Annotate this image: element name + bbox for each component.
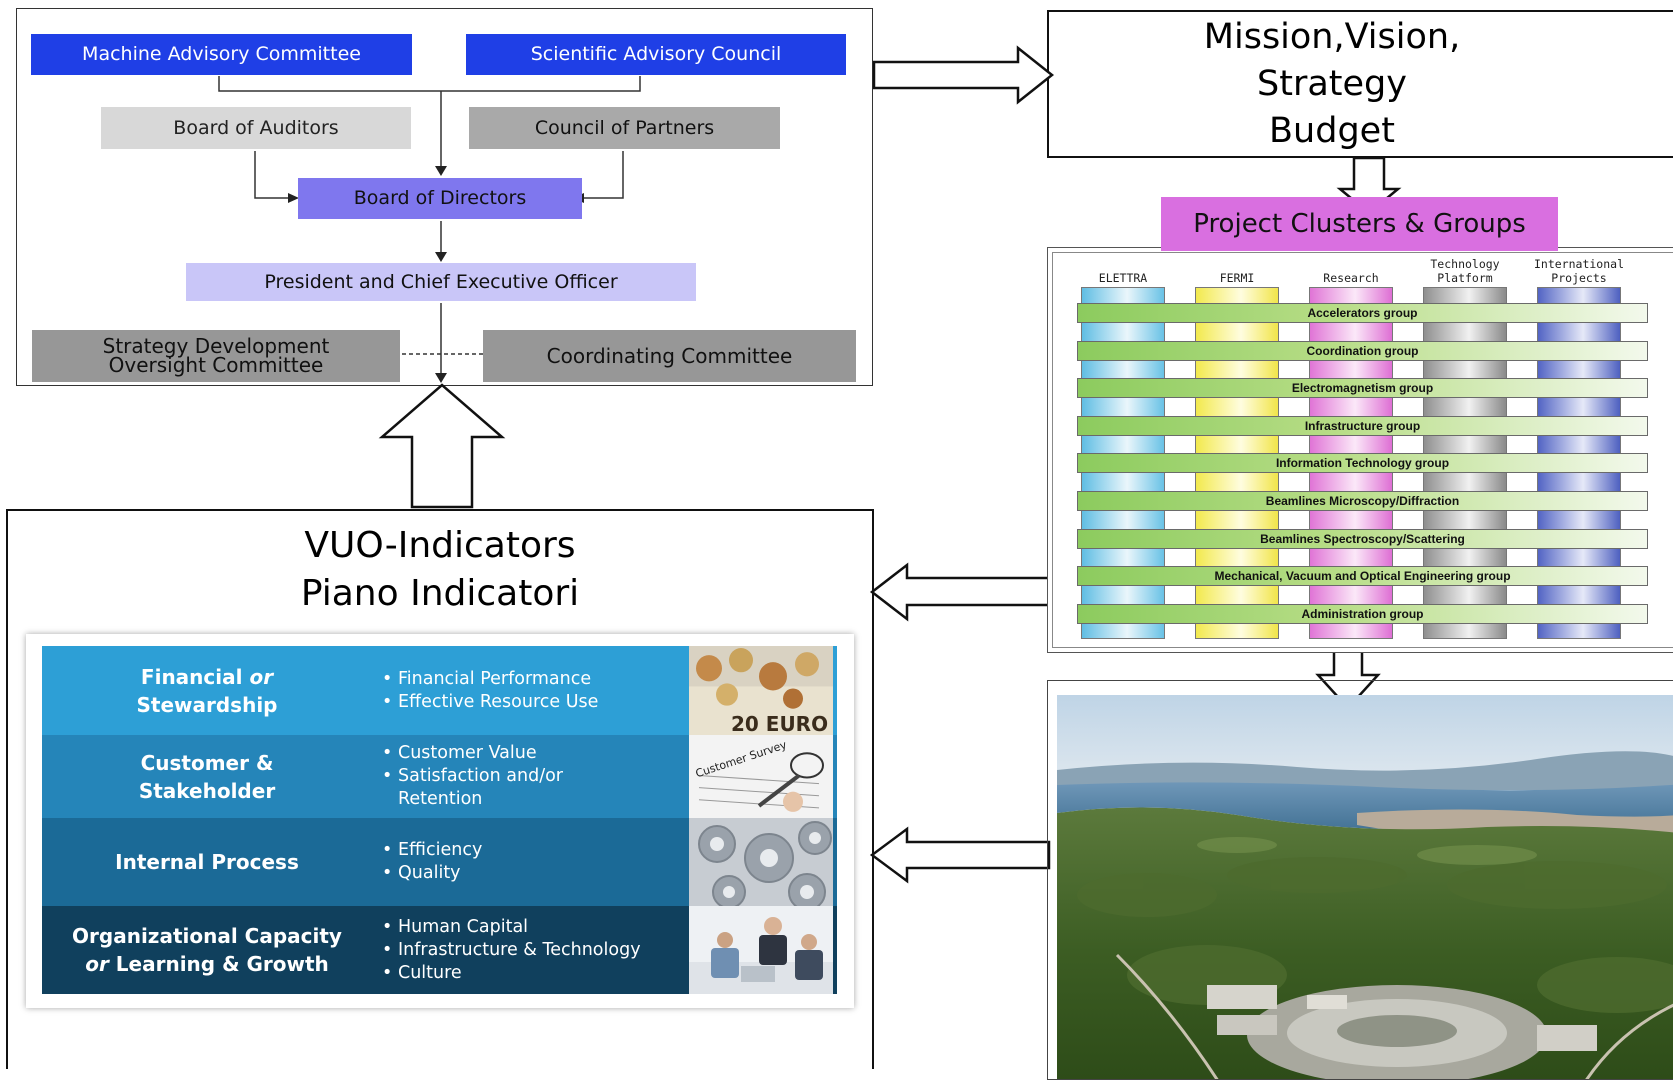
president-ceo: President and Chief Executive Officer xyxy=(186,263,696,301)
scorecard-photo: 20 EURO xyxy=(689,646,833,736)
board-of-auditors: Board of Auditors xyxy=(101,107,411,149)
cluster-column-label: Research xyxy=(1323,271,1379,285)
arrow-clusters-to-photo xyxy=(1315,649,1381,710)
strategy-development-oversight-committee: Strategy Development Oversight Committee xyxy=(32,330,400,382)
vuo-title-line-1: VUO-Indicators xyxy=(304,525,576,566)
arrow-org-to-mission xyxy=(872,45,1055,105)
scorecard-measure: Satisfaction and/or xyxy=(382,765,682,788)
flow-arrows xyxy=(378,45,1402,884)
scorecard-row: Customer &Stakeholder Customer ValueSatis… xyxy=(42,735,837,818)
aerial-campus-photo xyxy=(1057,695,1673,1079)
scorecard-measure: Effective Resource Use xyxy=(382,691,682,714)
cluster-group-bar: Coordination group xyxy=(1077,340,1648,361)
scorecard-photo: Customer Survey xyxy=(689,735,833,818)
cluster-group-bar: Beamlines Spectroscopy/Scattering xyxy=(1077,528,1648,549)
strategy-line-2: Oversight Committee xyxy=(108,353,324,377)
vuo-title-line-2: Piano Indicatori xyxy=(300,573,580,614)
cluster-group-bar: Infrastructure group xyxy=(1077,415,1648,436)
machine-advisory-committee: Machine Advisory Committee xyxy=(31,34,412,75)
arrow-clusters-to-vuo xyxy=(869,562,1051,622)
scorecard-measure: Infrastructure & Technology xyxy=(382,939,682,962)
scorecard-measures: Financial PerformanceEffective Resource … xyxy=(382,668,682,714)
vuo-title: VUO-Indicators Piano Indicatori xyxy=(6,522,874,618)
org-chart-panel: Machine Advisory Committee Scientific Ad… xyxy=(16,8,873,386)
cluster-group-bar: Accelerators group xyxy=(1077,303,1648,323)
scorecard-measures: EfficiencyQuality xyxy=(382,839,682,885)
scorecard-photo xyxy=(689,818,833,911)
scorecard-measure: Quality xyxy=(382,862,682,885)
scorecard-photo xyxy=(689,906,833,994)
mission-line-3: Budget xyxy=(1269,110,1395,151)
cluster-group-bar: Administration group xyxy=(1077,603,1648,624)
board-of-directors: Board of Directors xyxy=(298,178,582,219)
scorecard-perspective: Customer &Stakeholder xyxy=(138,750,276,803)
scorecard-measures: Human CapitalInfrastructure & Technology… xyxy=(382,916,682,985)
cluster-group-bar: Beamlines Microscopy/Diffraction xyxy=(1077,491,1648,511)
scorecard-measure: Human Capital xyxy=(382,916,682,939)
project-clusters-title: Project Clusters & Groups xyxy=(1161,197,1558,251)
mission-line-2: Strategy xyxy=(1257,63,1407,104)
scorecard-measure: Efficiency xyxy=(382,839,682,862)
scientific-advisory-council: Scientific Advisory Council xyxy=(466,34,846,75)
arrow-photo-to-vuo xyxy=(869,826,1051,884)
cluster-column-label: ELETTRA xyxy=(1098,271,1148,285)
cluster-group-bar: Electromagnetism group xyxy=(1077,378,1648,399)
aerial-photo-frame xyxy=(1047,680,1673,1080)
scorecard-measures: Customer ValueSatisfaction and/orRetenti… xyxy=(382,742,682,811)
cluster-column-label: FERMI xyxy=(1219,271,1255,285)
scorecard-measure: Financial Performance xyxy=(382,668,682,691)
cluster-group-bar: Information Technology group xyxy=(1077,453,1648,474)
scorecard-perspective: Internal Process xyxy=(115,850,299,874)
arrow-vuo-to-org xyxy=(378,383,506,509)
scorecard-measure: Customer Value xyxy=(382,742,682,765)
euro-note-label: 20 EURO xyxy=(731,712,828,735)
scorecard-row: Internal Process EfficiencyQuality xyxy=(42,818,837,911)
coordinating-committee: Coordinating Committee xyxy=(483,330,856,382)
scorecard-measure: Culture xyxy=(382,962,682,985)
mission-line-1: Mission,Vision, xyxy=(1203,16,1461,57)
cluster-group-bar: Mechanical, Vacuum and Optical Engineeri… xyxy=(1077,566,1648,587)
council-of-partners: Council of Partners xyxy=(469,107,780,149)
strategy-line-1: Strategy Development xyxy=(102,334,330,358)
scorecard-measure: Retention xyxy=(398,789,483,809)
vuo-indicators-frame xyxy=(6,509,874,1069)
